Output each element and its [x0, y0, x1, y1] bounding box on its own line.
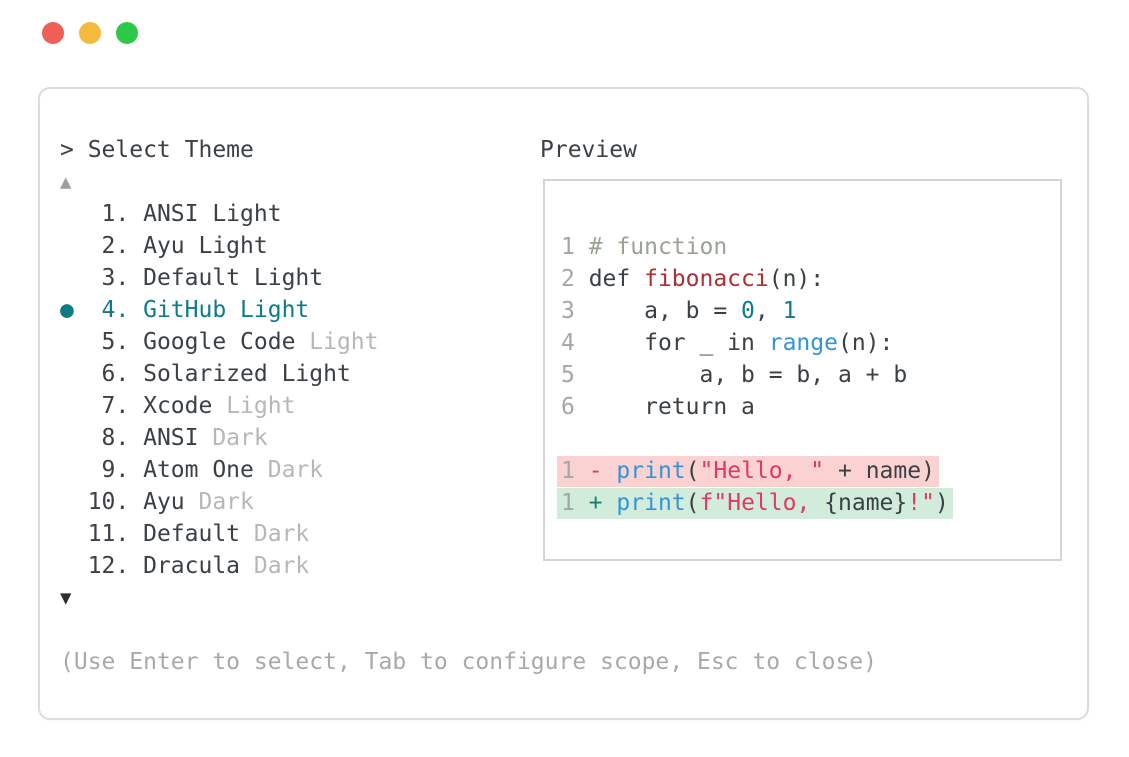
code-line: 5 a, b = b, a + b — [561, 362, 908, 388]
theme-option[interactable]: 3. Default Light — [87, 265, 324, 291]
theme-option[interactable]: 12. Dracula Dark — [87, 553, 310, 579]
theme-option[interactable]: 10. Ayu Dark — [87, 489, 254, 515]
preview-box: 1 # function 2 def fibonacci(n): 3 a, b = … — [543, 179, 1062, 561]
window-controls — [42, 22, 138, 44]
scroll-up-icon[interactable]: ▲ — [60, 171, 72, 193]
preview-column: Preview 1 # function 2 def fibonacci(n): 3… — [540, 134, 1065, 561]
diff-line-added: 1 + print(f"Hello, {name}!") — [557, 487, 1044, 519]
code-line: 4 for _ in range(n): — [561, 330, 894, 356]
theme-option[interactable]: 9. Atom One Dark — [87, 457, 324, 483]
diff-block: 1 - print("Hello, " + name)1 + print(f"H… — [557, 455, 1044, 519]
preview-title: Preview — [540, 137, 637, 163]
scroll-down-icon[interactable]: ▼ — [60, 587, 72, 609]
code-line: 3 a, b = 0, 1 — [561, 298, 797, 324]
zoom-button[interactable] — [116, 22, 138, 44]
diff-line-removed: 1 - print("Hello, " + name) — [557, 455, 1044, 487]
theme-option[interactable]: 2. Ayu Light — [87, 233, 268, 259]
code-block: 1 # function 2 def fibonacci(n): 3 a, b = … — [561, 231, 1044, 455]
code-line: 1 # function — [561, 234, 728, 260]
select-theme-prompt: > Select Theme — [60, 137, 254, 163]
theme-option[interactable]: 8. ANSI Dark — [87, 425, 268, 451]
theme-option[interactable]: 5. Google Code Light — [87, 329, 379, 355]
theme-option[interactable]: ● 4. GitHub Light — [60, 297, 310, 323]
theme-list-column: > Select Theme ▲ 1. ANSI Light 2. Ayu Li… — [60, 134, 1065, 678]
spacer-row — [60, 614, 1065, 646]
minimize-button[interactable] — [79, 22, 101, 44]
theme-list: 1. ANSI Light 2. Ayu Light 3. Default Li… — [60, 198, 1065, 582]
code-line — [561, 423, 1044, 455]
code-line: 6 return a — [561, 394, 755, 420]
keyboard-hint: (Use Enter to select, Tab to configure s… — [60, 649, 877, 675]
theme-option[interactable]: 6. Solarized Light — [87, 361, 351, 387]
theme-option[interactable]: 11. Default Dark — [87, 521, 310, 547]
theme-picker-panel: > Select Theme ▲ 1. ANSI Light 2. Ayu Li… — [38, 87, 1089, 720]
close-button[interactable] — [42, 22, 64, 44]
code-line: 2 def fibonacci(n): — [561, 266, 825, 292]
theme-option[interactable]: 1. ANSI Light — [87, 201, 282, 227]
theme-option[interactable]: 7. Xcode Light — [87, 393, 296, 419]
